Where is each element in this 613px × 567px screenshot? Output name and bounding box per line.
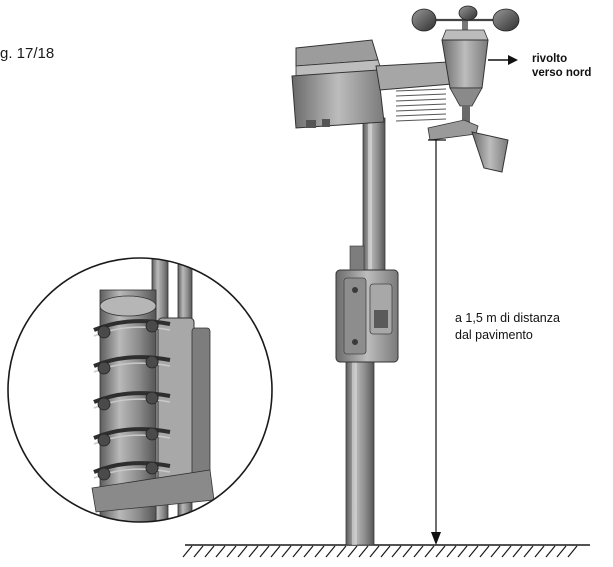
ground-hatch — [193, 545, 204, 558]
ground-hatch — [413, 545, 424, 558]
louver — [395, 93, 447, 97]
bolt-nut — [145, 427, 159, 441]
ground-hatch — [545, 545, 556, 558]
bolt-nut — [145, 355, 159, 369]
ground-hatch — [314, 545, 325, 558]
ground-hatch — [402, 545, 413, 558]
ground-hatch — [303, 545, 314, 558]
arrow-right-icon — [488, 55, 518, 65]
wind-sensor — [411, 5, 520, 173]
ground-hatch — [468, 545, 479, 558]
sensor-housing — [291, 39, 453, 129]
bolt-nut — [145, 319, 159, 333]
bolt-nut — [145, 461, 159, 475]
ground-hatch — [534, 545, 545, 558]
ground-hatch — [479, 545, 490, 558]
ground-hatch — [435, 545, 446, 558]
bracket-detail-circle — [7, 257, 273, 523]
height-note-line-2: dal pavimento — [455, 328, 533, 342]
ground-hatch — [567, 545, 578, 558]
ground-hatch — [226, 545, 237, 558]
ground-hatch — [248, 545, 259, 558]
ground-hatch — [424, 545, 435, 558]
louver — [395, 113, 447, 117]
ground-hatch — [556, 545, 567, 558]
louver — [395, 118, 447, 122]
louver — [395, 103, 447, 107]
ground-hatch — [270, 545, 281, 558]
ground — [182, 544, 590, 558]
height-note-line-1: a 1,5 m di distanza — [455, 311, 560, 325]
pole-bracket — [335, 245, 399, 363]
ground-hatch — [336, 545, 347, 558]
bolt-nut — [97, 433, 111, 447]
ground-hatch — [380, 545, 391, 558]
ground-hatch — [237, 545, 248, 558]
ground-hatch — [292, 545, 303, 558]
ground-hatch — [501, 545, 512, 558]
bolt-nut — [145, 391, 159, 405]
louver — [395, 88, 447, 92]
arrow-down-icon — [428, 139, 446, 545]
louver — [395, 108, 447, 112]
louver — [395, 98, 447, 102]
ground-hatch — [457, 545, 468, 558]
figure-label: g. 17/18 — [0, 45, 55, 62]
ground-hatch — [490, 545, 501, 558]
ground-hatch — [325, 545, 336, 558]
bolt-nut — [97, 325, 111, 339]
bolt-nut — [97, 467, 111, 481]
north-note-line-2: verso nord — [532, 67, 592, 79]
u-bolt-clamps — [93, 319, 171, 481]
north-orientation-note: rivolto verso nord — [532, 52, 591, 80]
ground-hatch — [259, 545, 270, 558]
ground-hatch — [281, 545, 292, 558]
ground-hatch — [391, 545, 402, 558]
ground-hatch — [446, 545, 457, 558]
ground-hatch — [182, 545, 193, 558]
ground-hatch — [369, 545, 380, 558]
ground-hatch — [347, 545, 358, 558]
bolt-nut — [97, 397, 111, 411]
radiation-shield — [395, 83, 447, 122]
height-note: a 1,5 m di distanza dal pavimento — [455, 310, 560, 344]
ground-hatch — [204, 545, 215, 558]
ground-hatch — [358, 545, 369, 558]
ground-hatch — [512, 545, 523, 558]
north-note-line-1: rivolto — [532, 53, 568, 65]
ground-hatch — [523, 545, 534, 558]
bolt-nut — [97, 361, 111, 375]
hatched-ground-icon — [182, 545, 578, 558]
ground-hatch — [215, 545, 226, 558]
